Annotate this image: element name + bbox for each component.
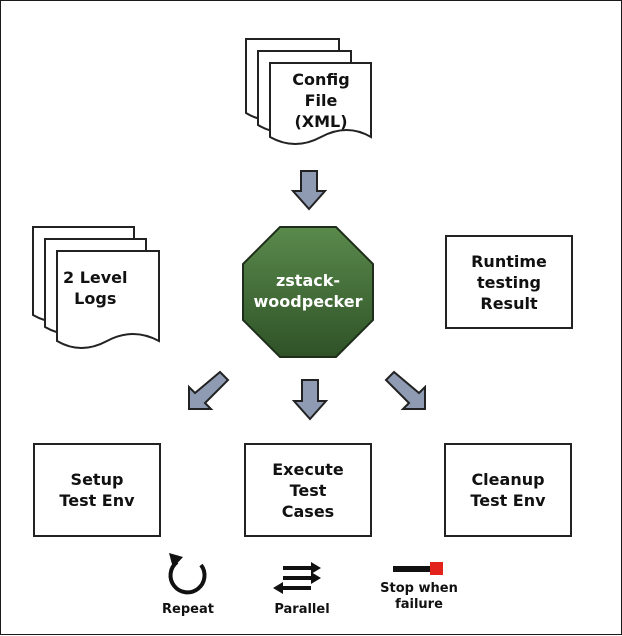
- arrow-core-to-setup: [188, 370, 230, 410]
- cleanup-label: Cleanup Test Env: [470, 470, 546, 510]
- execute-box: [244, 443, 372, 537]
- arrow-core-to-cleanup: [384, 370, 426, 410]
- runtime-result-label: Runtime testing Result: [471, 251, 547, 313]
- repeat-label: Repeat: [162, 602, 214, 617]
- setup-box: [33, 443, 161, 537]
- runtime-result-box: [445, 235, 573, 329]
- stop-when-failure-label: Stop when failure: [380, 581, 458, 612]
- setup-label: Setup Test Env: [59, 470, 135, 510]
- cleanup-box: [444, 443, 572, 537]
- parallel-label: Parallel: [274, 602, 330, 617]
- config-file-label: Config File (XML): [292, 69, 350, 131]
- core-label: zstack- woodpecker: [253, 271, 363, 311]
- logs-label: 2 Level Logs: [63, 268, 128, 308]
- arrow-core-to-execute: [291, 379, 329, 421]
- execute-label: Execute Test Cases: [272, 459, 344, 521]
